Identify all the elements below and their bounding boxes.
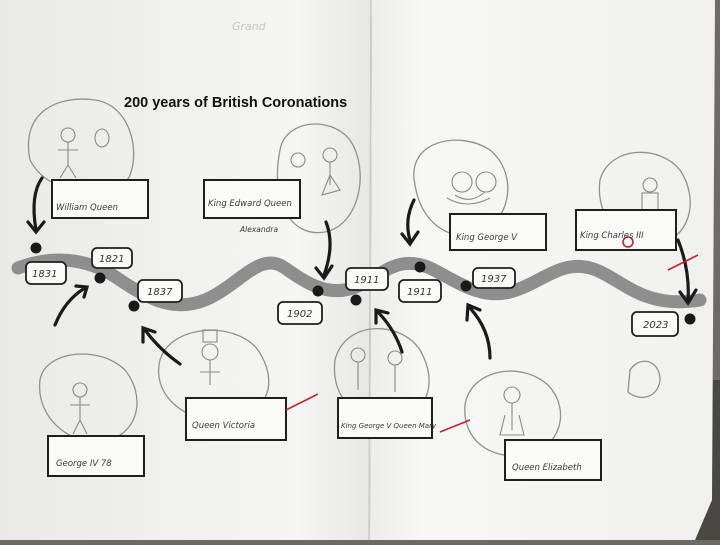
right-page	[370, 0, 715, 540]
label-george-v: King George V	[456, 233, 518, 243]
name-boxes	[47, 179, 677, 481]
arrows	[26, 176, 698, 366]
label-elizabeth: Queen Elizabeth	[512, 463, 582, 473]
monarch-label-texts: William Queen King Edward Queen Alexandr…	[56, 199, 644, 473]
label-edward-sub: Alexandra	[239, 225, 278, 234]
year-boxes	[25, 247, 679, 337]
year-1902: 1902	[287, 309, 312, 320]
label-charles: King Charles III	[580, 231, 644, 241]
year-1837: 1837	[147, 287, 173, 298]
svg-text:Grand: Grand	[232, 20, 267, 33]
timeline-dots	[30, 242, 696, 325]
year-1911-bottom: 1911	[407, 287, 432, 298]
label-edward: King Edward Queen	[208, 199, 292, 209]
label-george-iv: George IV 78	[56, 459, 112, 469]
label-william: William Queen	[56, 203, 118, 213]
corner-scribble: Grand	[232, 20, 267, 33]
year-1911-top: 1911	[354, 275, 379, 286]
year-1937: 1937	[481, 274, 507, 285]
label-george-mary: King George V Queen Mary	[341, 422, 437, 430]
year-1821: 1821	[99, 254, 124, 265]
year-label-texts: 1831 1821 1837 1902 1911 1911 1937 2023	[32, 254, 668, 331]
label-victoria: Queen Victoria	[192, 421, 255, 431]
red-pen-marks	[285, 236, 699, 433]
worksheet-title: 200 years of British Coronations	[124, 95, 347, 111]
year-1831: 1831	[32, 269, 57, 280]
year-2023: 2023	[643, 320, 668, 331]
